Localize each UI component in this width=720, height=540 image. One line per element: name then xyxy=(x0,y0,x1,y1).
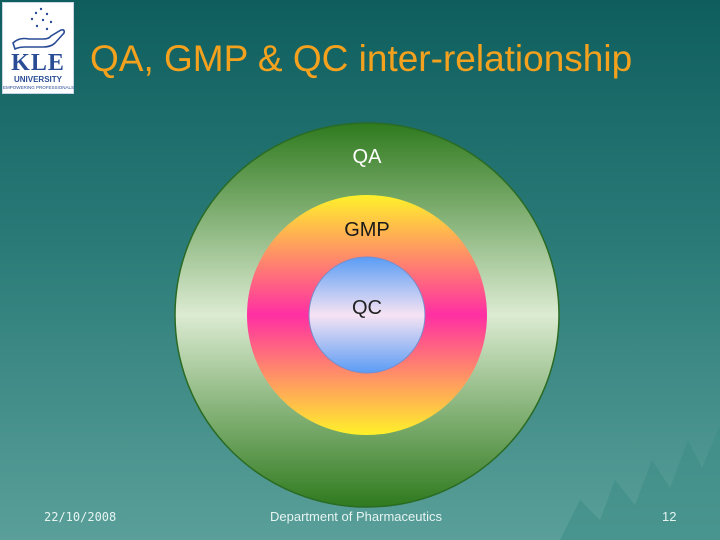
footer-date: 22/10/2008 xyxy=(44,510,117,524)
qa-label: QA xyxy=(352,146,382,168)
hand-and-stars-icon xyxy=(12,7,65,51)
slide-title: QA, GMP & QC inter-relationship xyxy=(90,38,633,79)
qc-inner-circle xyxy=(308,256,426,374)
footer-department: Department of Pharmaceutics xyxy=(270,509,442,524)
logo-name: KLE xyxy=(11,50,65,76)
kle-university-logo: KLE UNIVERSITY EMPOWERING PROFESSIONALS xyxy=(2,2,74,94)
logo-tagline: EMPOWERING PROFESSIONALS xyxy=(3,85,75,90)
gmp-label: GMP xyxy=(344,219,390,241)
qc-label: QC xyxy=(352,297,382,319)
slide-number: 12 xyxy=(662,509,677,524)
decorative-wave-graphic xyxy=(560,425,720,540)
logo-subtitle: UNIVERSITY xyxy=(13,75,62,84)
